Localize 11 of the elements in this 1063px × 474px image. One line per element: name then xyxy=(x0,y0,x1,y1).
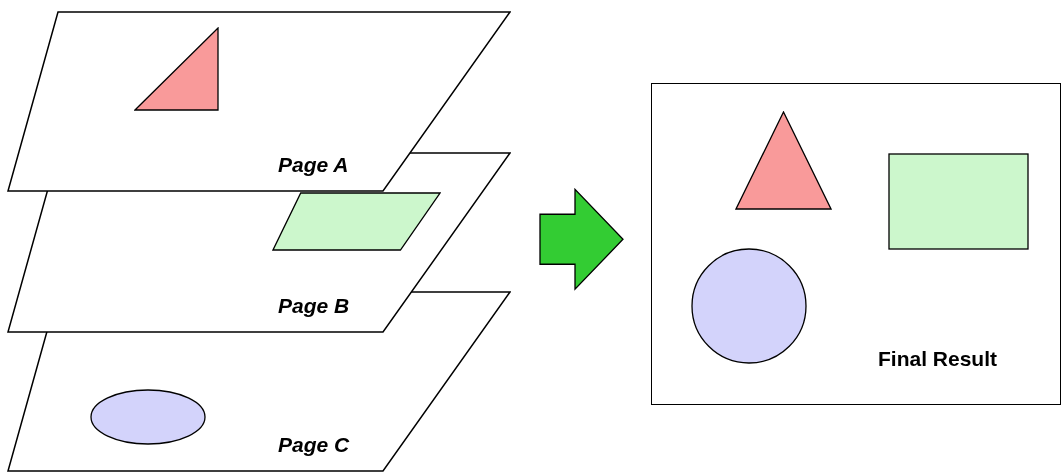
result-label: Final Result xyxy=(878,348,998,369)
page-label: Page C xyxy=(278,434,350,455)
block-arrow xyxy=(539,187,624,291)
rectangle-shape xyxy=(888,153,1029,250)
page-label: Page A xyxy=(278,154,349,175)
page-label: Page B xyxy=(278,295,350,316)
circle-shape xyxy=(691,248,807,364)
triangle-shape xyxy=(134,27,219,111)
triangle-shape xyxy=(735,111,832,210)
result-panel xyxy=(651,83,1061,405)
ellipse-shape xyxy=(90,389,206,445)
